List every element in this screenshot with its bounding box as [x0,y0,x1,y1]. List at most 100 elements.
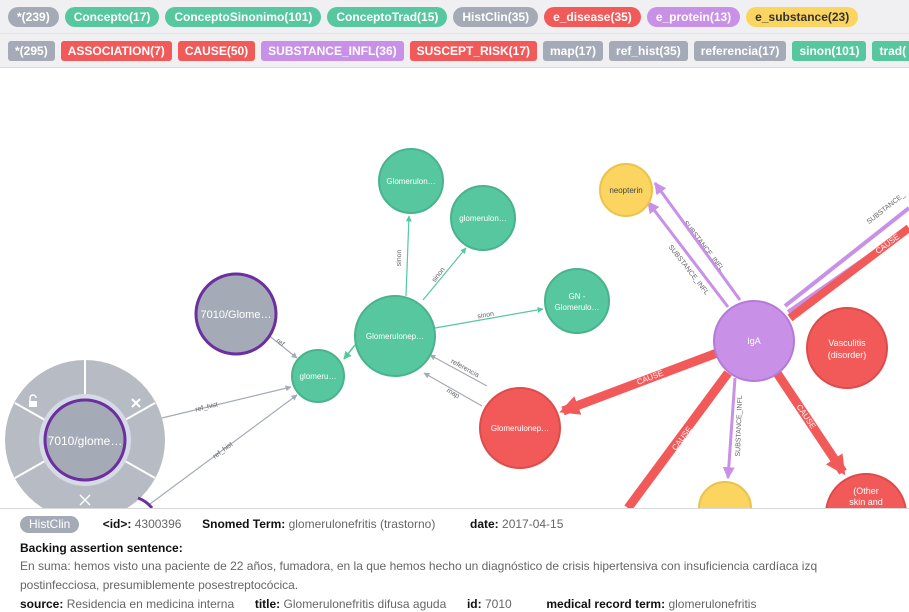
snomed-key: Snomed Term: [202,517,286,531]
edge-label-substance-upright: SUBSTANCE_ [866,192,907,226]
edge-cause-glom[interactable] [559,348,719,416]
snomed-value: glomerulonefritis (trastorno) [288,517,436,531]
lock-icon[interactable] [29,394,37,407]
edge-map[interactable] [423,372,483,407]
node-label-histclin-top: 7010/Glome… [201,309,272,321]
date-key: date: [470,517,499,531]
node-labels-bar: *(239)Concepto(17)ConceptoSinonimo(101)C… [0,0,909,34]
node-glom-right[interactable]: glomerulon… [450,185,516,251]
source-key: source: [20,597,64,611]
edge-label-cause-other: CAUSE [795,403,818,431]
inspector-panel: HistClin <id>: 4300396 Snomed Term: glom… [0,508,909,612]
node-glom-center[interactable]: Glomerulonep… [354,295,436,377]
relationship-types-bar: *(295)ASSOCIATION(7)CAUSE(50)SUBSTANCE_I… [0,34,909,68]
sentence-line-2: postinfecciosa, presumiblemente posestre… [20,578,299,592]
edge-label-substance-infl-down: SUBSTANCE_INFL [735,395,744,457]
edge-cause-other[interactable] [771,367,847,476]
reltype-tag[interactable]: trad( [872,40,909,61]
reltype-tag[interactable]: referencia(17) [693,40,787,61]
edge-cause-upright[interactable] [787,224,909,322]
edge-ref[interactable] [266,333,298,359]
label-pill[interactable]: Concepto(17) [64,6,160,27]
node-label-histclin-selected: 7010/glome… [48,434,123,448]
inspector-header-row: HistClin <id>: 4300396 Snomed Term: glom… [20,515,889,533]
node-glom-top[interactable]: Glomerulon… [378,148,444,214]
id2-key: id: [466,597,482,611]
edge-label-sinon-top: sinon [396,249,404,266]
inspector-label-pill[interactable]: HistClin [20,516,80,533]
node-label-gn: GN - [569,292,586,301]
reltype-tag[interactable]: SUBSTANCE_INFL(36) [261,40,404,61]
reltype-tag[interactable]: map(17) [543,40,604,61]
node-label-neopterin: neopterin [609,186,642,195]
node-label-glom-center: Glomerulonep… [366,332,424,341]
label-pill[interactable]: e_substance(23) [746,6,859,27]
node-yellow-bottom[interactable] [698,481,752,508]
graph-canvas[interactable]: sinon sinon sinon ref ref_hist ref_hist … [0,68,909,508]
edge-label-ref: ref [275,338,286,349]
close-icon[interactable] [131,398,141,408]
node-label-other-2: skin and [849,497,883,507]
edge-referencia[interactable] [429,354,488,387]
label-pill[interactable]: e_disease(35) [544,6,641,27]
node-histclin-top[interactable]: 7010/Glome… [194,272,278,356]
label-pill[interactable]: ConceptoTrad(15) [327,6,448,27]
edge-label-sinon-gn: sinon [477,311,495,321]
id2-value: 7010 [484,597,512,611]
edge-label-ref-hist-1: ref_hist [195,401,219,413]
node-vasculitis[interactable]: Vasculitis (disorder) [806,307,888,389]
node-label-iga: IgA [747,336,761,346]
edge-substance-infl-2[interactable] [653,182,742,301]
id-value: 4300396 [134,517,182,531]
edge-sinon-right[interactable] [422,247,467,301]
node-other-skin[interactable]: (Other skin and [825,473,907,508]
node-label-vasculitis: Vasculitis [828,338,866,348]
edge-sinon-gn[interactable] [434,306,544,329]
node-label-glom-small: glomeru… [300,372,337,381]
reltype-tag[interactable]: SUSCEPT_RISK(17) [409,40,538,61]
node-histclin-selected-ring-menu[interactable]: 7010/glome… [5,360,165,508]
label-pill[interactable]: *(239) [8,6,59,27]
node-gn-glomerulo[interactable]: GN - Glomerulo… [544,268,610,334]
node-label-gn-2: Glomerulo… [555,303,600,312]
node-glom-red[interactable]: Glomerulonep… [479,387,561,469]
edge-label-cause-upright: CAUSE [874,232,901,256]
mrt-key: medical record term: [546,597,666,611]
edge-label-ref-hist-2: ref_hist [212,441,235,460]
expand-icon[interactable] [79,494,91,506]
node-label-vasculitis-2: (disorder) [828,350,867,360]
label-pill[interactable]: ConceptoSinonimo(101) [165,6,322,27]
label-pill[interactable]: HistClin(35) [453,6,539,27]
date-value: 2017-04-15 [502,517,564,531]
source-value: Residencia en medicina interna [66,597,235,611]
edge-sinon-top[interactable] [405,215,412,297]
reltype-tag[interactable]: sinon(101) [792,40,867,61]
edge-label-cause-glom: CAUSE [636,369,665,387]
edge-substance-infl-1[interactable] [646,201,730,308]
reltype-tag[interactable]: *(295) [8,40,55,61]
node-label-glom-red: Glomerulonep… [491,424,549,433]
inspector-footer-row: source: Residencia en medicina interna t… [20,595,889,612]
label-pill[interactable]: e_protein(13) [646,6,741,27]
sentence-line-1: En suma: hemos visto una paciente de 22 … [20,559,818,573]
edge-substance-infl-upright-1[interactable] [783,206,909,308]
node-glom-small[interactable]: glomeru… [291,349,345,403]
title-value: Glomerulonefritis difusa aguda [283,597,447,611]
backing-row: Backing assertion sentence: [20,539,889,557]
graph-svg[interactable]: sinon sinon sinon ref ref_hist ref_hist … [0,68,909,508]
node-neopterin[interactable]: neopterin [599,163,653,217]
edge-label-map: map [445,387,460,400]
id-key: <id>: [102,517,132,531]
edge-cause-down-left[interactable] [624,370,732,508]
node-label-glom-top: Glomerulon… [386,177,435,186]
edge-ref-hist-2[interactable] [149,394,298,505]
title-key: title: [254,597,281,611]
edge-ref-hist-1[interactable] [161,385,292,419]
node-partial-bottom-left[interactable] [137,496,154,508]
edge-substance-infl-down[interactable] [722,377,737,480]
edge-glom-center-to-small[interactable] [343,344,356,360]
reltype-tag[interactable]: ref_hist(35) [609,40,688,61]
reltype-tag[interactable]: ASSOCIATION(7) [60,40,172,61]
node-iga[interactable]: IgA [713,300,795,382]
reltype-tag[interactable]: CAUSE(50) [177,40,256,61]
